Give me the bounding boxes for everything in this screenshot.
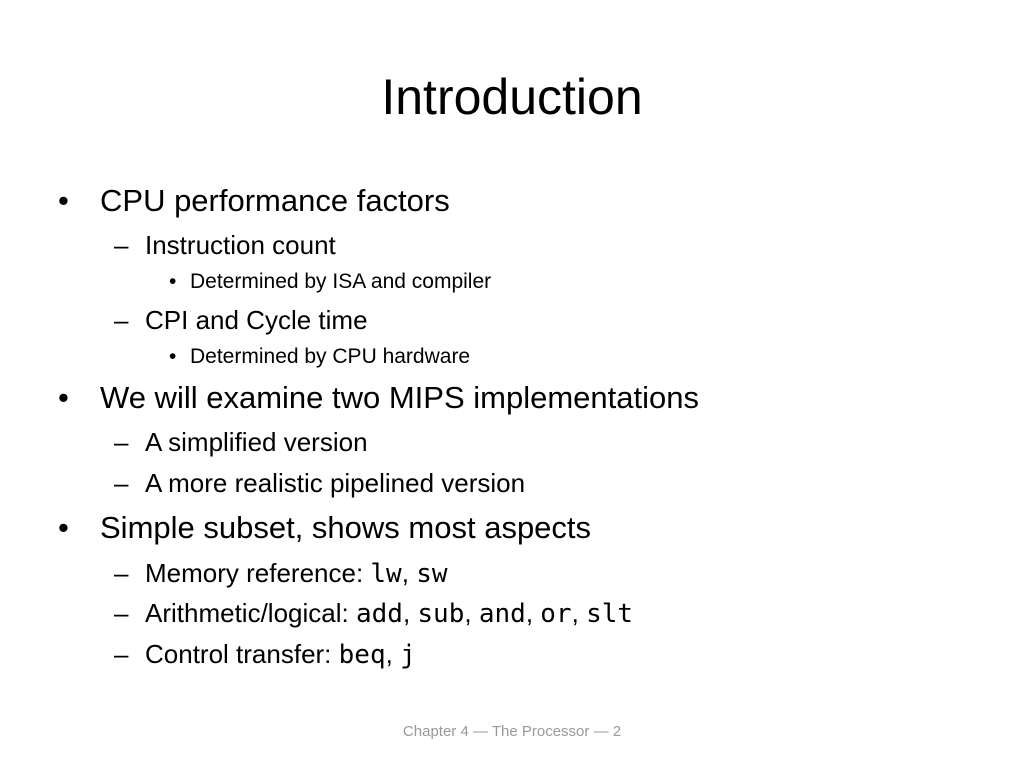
bullet-marker: • [169, 270, 177, 293]
arithmetic-logical-label: Arithmetic/logical: [145, 598, 356, 628]
sub-sub-bullet-text: Determined by ISA and compiler [190, 270, 492, 293]
slide-footer: Chapter 4 — The Processor — 2 [402, 723, 622, 740]
bullet-marker: • [169, 345, 177, 368]
sub-bullet-text: CPI and Cycle time [145, 305, 368, 335]
instruction-slt: slt [586, 599, 634, 629]
instruction-sub: sub [417, 599, 465, 629]
instruction-add: add [355, 599, 403, 629]
control-transfer-label: Control transfer: [145, 639, 339, 669]
separator: , [571, 598, 579, 628]
bullet-marker: • [58, 183, 69, 218]
separator: , [525, 598, 534, 628]
instruction-j: j [400, 640, 416, 670]
separator: , [402, 598, 411, 628]
dash-marker: – [114, 468, 129, 498]
dash-marker: – [114, 305, 129, 335]
bullet-text: CPU performance factors [100, 183, 450, 218]
sub-bullet-text: A more realistic pipelined version [145, 468, 526, 498]
sub-bullet-text: A simplified version [145, 427, 368, 457]
instruction-lw: lw [370, 559, 402, 589]
sub-sub-bullet-text: Determined by CPU hardware [190, 345, 471, 368]
dash-marker: – [114, 427, 129, 457]
memory-reference-label: Memory reference: [145, 558, 371, 588]
bullet-text: We will examine two MIPS implementations [100, 380, 699, 415]
instruction-sw: sw [416, 559, 448, 589]
dash-marker: – [114, 558, 129, 588]
sub-bullet-text: Instruction count [145, 230, 336, 260]
instruction-beq: beq [338, 640, 386, 670]
bullet-marker: • [58, 380, 69, 415]
separator: , [464, 598, 472, 628]
sub-bullet-text: Control transfer: beq, j [145, 637, 416, 672]
separator: , [385, 639, 393, 669]
bullet-marker: • [58, 510, 69, 545]
sub-bullet-text: Arithmetic/logical: add, sub, and, or, s… [145, 596, 633, 631]
instruction-and: and [478, 599, 526, 629]
sub-bullet-text: Memory reference: lw, sw [145, 556, 448, 591]
bullet-text: Simple subset, shows most aspects [100, 510, 592, 545]
instruction-or: or [540, 599, 572, 629]
dash-marker: – [114, 230, 129, 260]
slide-title: Introduction [381, 69, 643, 125]
separator: , [401, 558, 409, 588]
dash-marker: – [114, 598, 129, 628]
dash-marker: – [114, 639, 129, 669]
